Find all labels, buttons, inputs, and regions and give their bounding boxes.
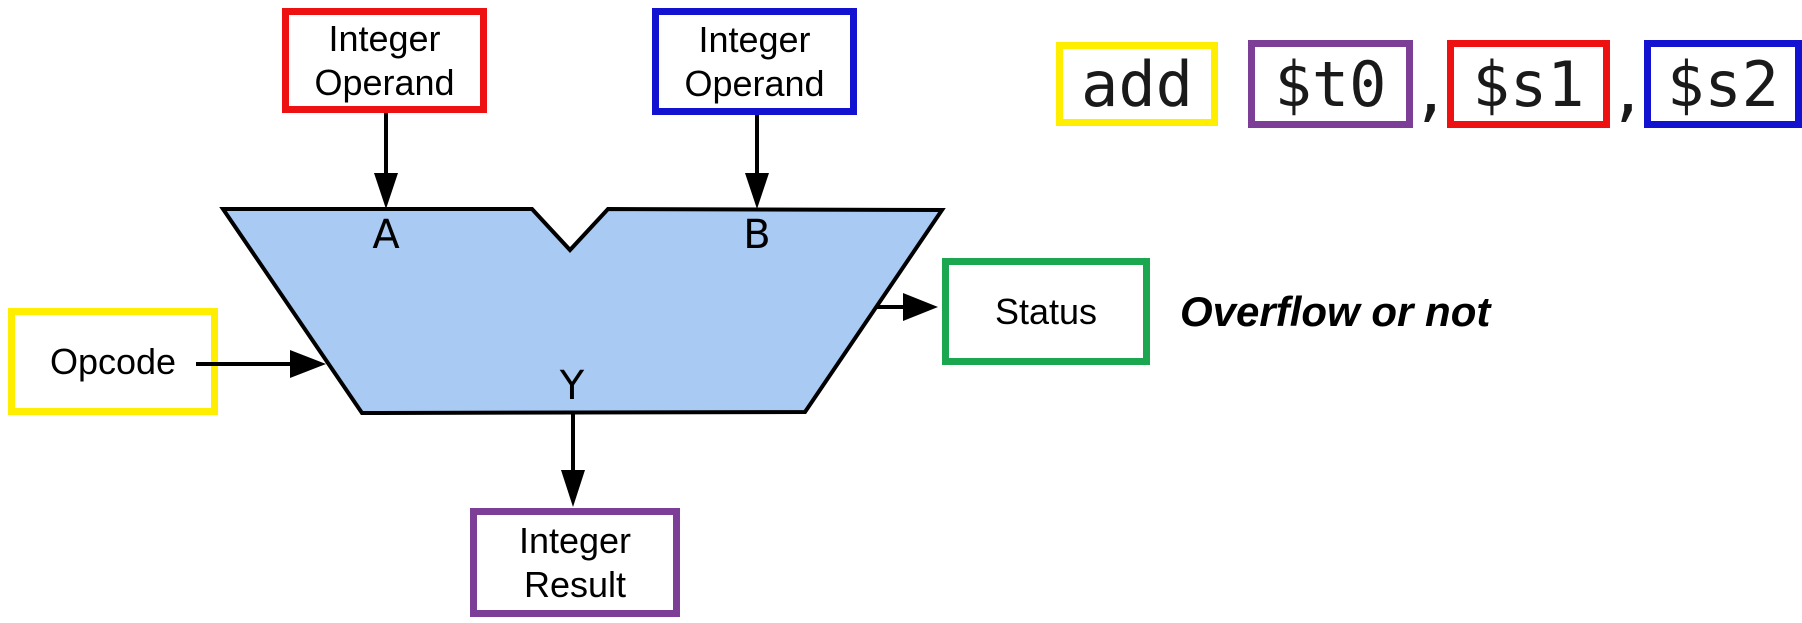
operand-b-line2: Operand — [684, 62, 825, 104]
result-line1: Integer — [518, 520, 632, 562]
arrow-operand-a — [374, 113, 398, 209]
overflow-annotation: Overflow or not — [1180, 288, 1491, 335]
operand-a-line1: Integer — [328, 18, 441, 60]
arrow-status — [876, 293, 938, 321]
alu-port-a-label: A — [372, 212, 400, 258]
result-line2: Result — [523, 563, 627, 605]
operand-b-box: Integer Operand — [652, 8, 857, 115]
arrow-operand-b — [745, 115, 769, 209]
operand-a-box: Integer Operand — [282, 8, 487, 113]
arrow-result — [561, 413, 585, 507]
result-box: Integer Result — [470, 508, 680, 617]
status-label: Status — [994, 290, 1098, 332]
instruction-token-t0: $t0 — [1248, 40, 1413, 128]
instruction-token-add: add — [1056, 42, 1218, 126]
instruction-token-s1: $s1 — [1447, 40, 1610, 128]
instruction-token-s2: $s2 — [1644, 40, 1802, 128]
instruction-comma-1: , — [1412, 55, 1450, 128]
alu-port-y-label: Y — [559, 363, 585, 409]
opcode-box: Opcode — [8, 308, 218, 415]
instruction-comma-2: , — [1609, 55, 1647, 128]
operand-a-line2: Operand — [314, 61, 455, 103]
alu-port-b-label: B — [743, 212, 771, 258]
operand-b-line1: Integer — [698, 19, 811, 61]
status-box: Status — [942, 258, 1150, 365]
opcode-label: Opcode — [49, 340, 177, 382]
